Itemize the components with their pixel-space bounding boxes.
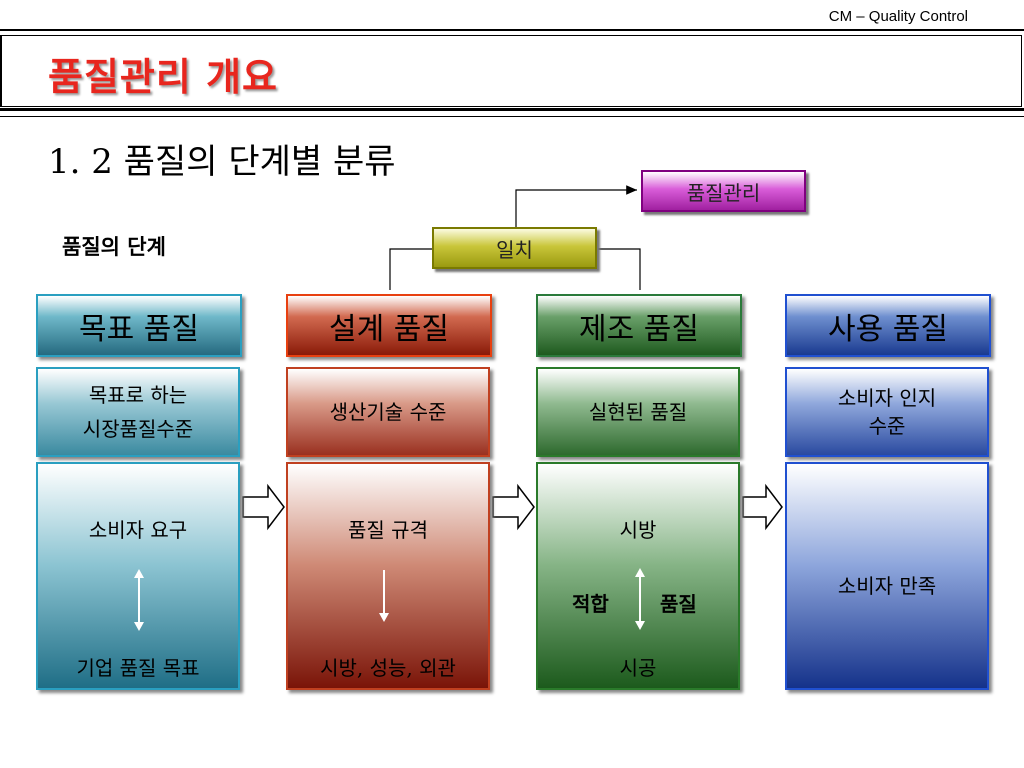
- title-box: [0, 35, 1022, 107]
- header-rule-top: [0, 29, 1024, 31]
- stage-desc-line: 소비자 인지: [837, 386, 937, 410]
- stage-detail-usage: 소비자 만족: [785, 462, 989, 690]
- detail-top: 품질 규격: [348, 518, 428, 542]
- stage-desc-line: 실현된 품질: [588, 400, 688, 424]
- connector-design-to-match: [389, 248, 432, 290]
- stage-header-target: 목표 품질: [36, 294, 242, 357]
- flow-arrow-3: [742, 483, 783, 531]
- stage-label: 품질의 단계: [62, 235, 166, 259]
- detail-top: 소비자 요구: [88, 518, 188, 542]
- detail-left: 적합: [572, 592, 609, 616]
- double-arrow-icon: [134, 569, 144, 631]
- detail-center: 소비자 만족: [837, 574, 937, 598]
- stage-desc-design: 생산기술 수준: [286, 367, 490, 457]
- tag-quality-management: 품질관리: [641, 170, 806, 212]
- stage-desc-manufacturing: 실현된 품질: [536, 367, 740, 457]
- stage-desc-line: 시장품질수준: [82, 417, 194, 441]
- flow-arrow-2: [492, 483, 535, 531]
- stage-detail-design: 품질 규격 시방, 성능, 외관: [286, 462, 490, 690]
- flow-arrow-1: [242, 483, 285, 531]
- stage-desc-line: 생산기술 수준: [329, 400, 447, 424]
- stage-desc-usage: 소비자 인지 수준: [785, 367, 989, 457]
- connector-mfg-to-match: [598, 248, 641, 290]
- detail-bottom: 기업 품질 목표: [76, 656, 200, 680]
- connector-match-to-qm: [515, 185, 637, 228]
- stage-header-usage: 사용 품질: [785, 294, 991, 357]
- double-arrow-icon: [635, 568, 645, 630]
- stage-desc-target: 목표로 하는 시장품질수준: [36, 367, 240, 457]
- arrow-down-icon: [379, 570, 389, 622]
- stage-header-manufacturing: 제조 품질: [536, 294, 742, 357]
- document-code: CM – Quality Control: [828, 8, 968, 25]
- stage-detail-manufacturing: 시방 적합 품질 시공: [536, 462, 740, 690]
- section-subtitle: 1. 2 품질의 단계별 분류: [48, 142, 396, 182]
- detail-right: 품질: [660, 592, 697, 616]
- stage-desc-line: 목표로 하는: [88, 383, 188, 407]
- stage-header-design: 설계 품질: [286, 294, 492, 357]
- detail-top: 시방: [619, 518, 657, 542]
- page-title: 품질관리 개요: [48, 55, 278, 99]
- detail-bottom: 시공: [619, 656, 657, 680]
- detail-bottom: 시방, 성능, 외관: [320, 656, 456, 680]
- header-rule-thin: [0, 116, 1024, 117]
- tag-match: 일치: [432, 227, 597, 269]
- header-rule-bottom: [0, 108, 1024, 111]
- stage-detail-target: 소비자 요구 기업 품질 목표: [36, 462, 240, 690]
- stage-desc-line: 수준: [868, 414, 906, 438]
